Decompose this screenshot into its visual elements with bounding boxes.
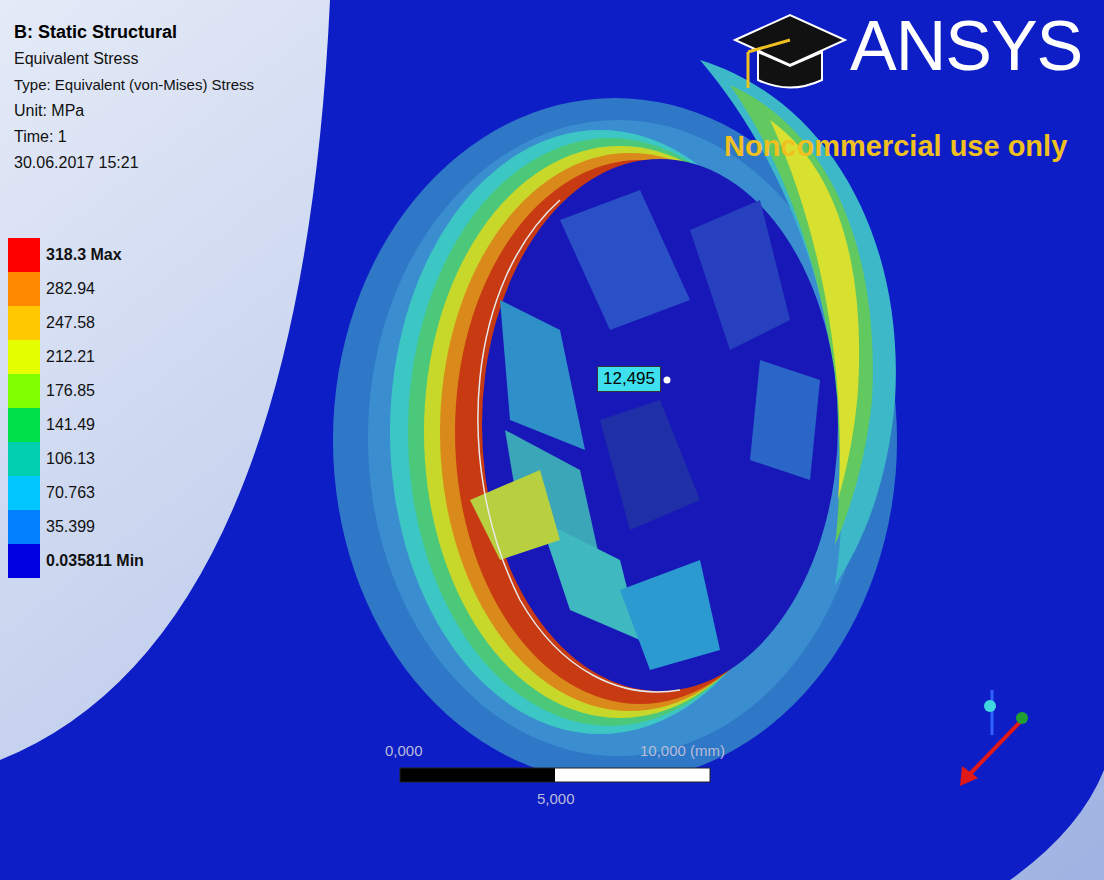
probe-point	[664, 377, 671, 384]
legend-value: 0.035811 Min	[46, 552, 144, 570]
axis-triad	[991, 690, 994, 735]
axis-triad	[968, 722, 1020, 776]
header-line: Unit: MPa	[14, 102, 84, 120]
scale-bar	[400, 768, 555, 782]
legend-swatch	[8, 510, 40, 544]
mesh-facet	[500, 300, 585, 450]
mesh-facet	[600, 400, 700, 530]
header-line: Type: Equivalent (von-Mises) Stress	[14, 76, 254, 93]
legend-value: 141.49	[46, 416, 95, 434]
mesh-facet	[560, 190, 690, 330]
legend-value: 176.85	[46, 382, 95, 400]
legend-swatch	[8, 238, 40, 272]
scale-bar	[400, 768, 710, 782]
scale-label: 10,000 (mm)	[640, 742, 725, 759]
stress-halo	[368, 120, 868, 756]
stress-halo	[333, 98, 897, 782]
logo-tassel	[748, 40, 790, 52]
logo-cap	[758, 52, 822, 88]
legend-swatch	[8, 476, 40, 510]
legend-value: 35.399	[46, 518, 95, 536]
legend-value: 247.58	[46, 314, 95, 332]
legend-value: 106.13	[46, 450, 95, 468]
axis-triad	[984, 700, 996, 712]
header-line: 30.06.2017 15:21	[14, 154, 139, 172]
header-line: Time: 1	[14, 128, 67, 146]
legend-swatch	[8, 442, 40, 476]
mesh-facet	[620, 560, 720, 670]
legend-value: 212.21	[46, 348, 95, 366]
legend-swatch	[8, 340, 40, 374]
mesh-facet	[690, 200, 790, 350]
header-line: Equivalent Stress	[14, 50, 139, 68]
hole-edge	[478, 200, 680, 692]
probe-label: 12,495	[597, 366, 661, 392]
scale-label: 0,000	[385, 742, 423, 759]
legend-value: 318.3 Max	[46, 246, 122, 264]
hole-face	[482, 159, 838, 691]
legend-swatch	[8, 272, 40, 306]
logo-text: ANSYS	[850, 6, 1082, 87]
legend-swatch	[8, 408, 40, 442]
scale-bar	[555, 768, 710, 782]
scale-label: 5,000	[537, 790, 575, 807]
logo-cap	[735, 15, 845, 65]
plot-title: B: Static Structural	[14, 22, 177, 43]
logo-tassel	[747, 52, 750, 88]
axis-triad	[1016, 712, 1028, 724]
legend-swatch	[8, 544, 40, 578]
legend-value: 282.94	[46, 280, 95, 298]
axis-triad	[960, 766, 978, 786]
legend-value: 70.763	[46, 484, 95, 502]
watermark: Noncommercial use only	[724, 130, 1067, 163]
mesh-facet	[750, 360, 820, 480]
legend-swatch	[8, 374, 40, 408]
legend-swatch	[8, 306, 40, 340]
